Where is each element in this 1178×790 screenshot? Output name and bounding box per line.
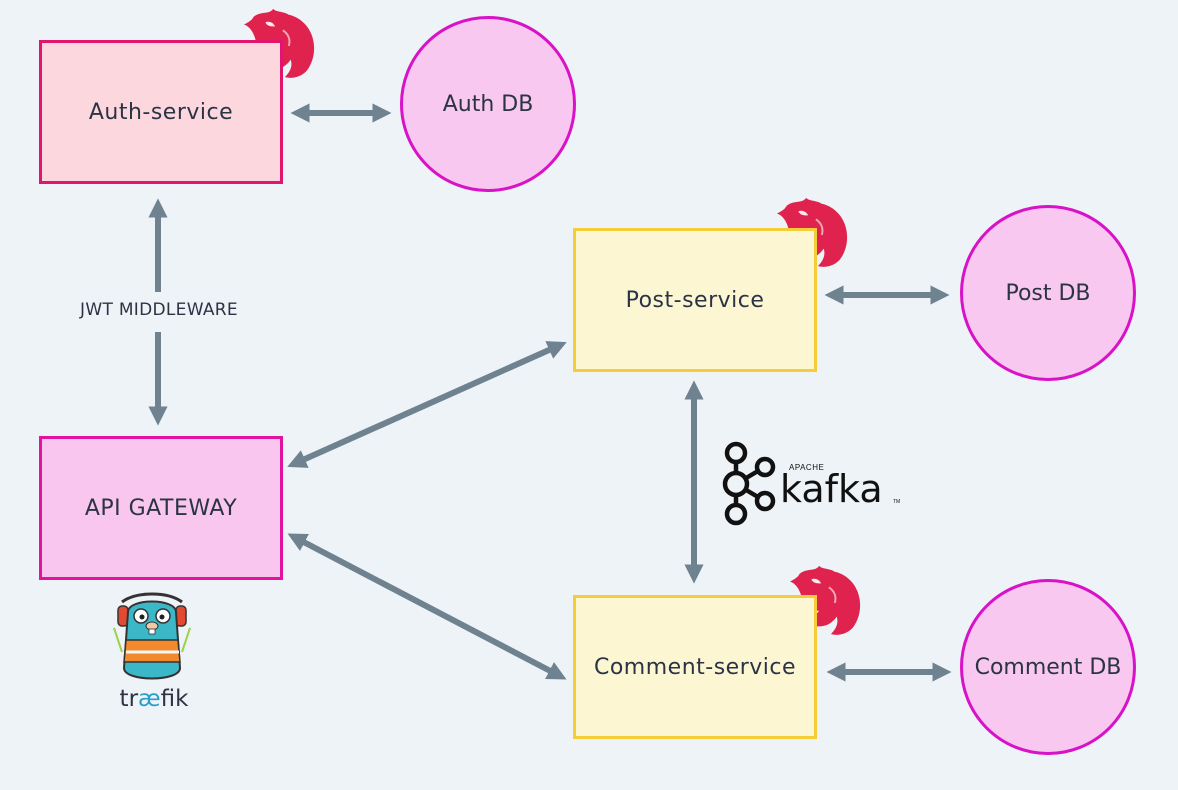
kafka-apache-text: APACHE xyxy=(789,463,824,472)
gateway-to-comment-arrow xyxy=(287,533,567,680)
comment-service-node: Comment-service xyxy=(573,595,817,739)
traefik-text-pre: tr xyxy=(119,686,139,712)
post-db-label: Post DB xyxy=(1005,280,1091,306)
post-service-label: Post-service xyxy=(625,287,765,313)
comment-service-label: Comment-service xyxy=(593,654,797,680)
auth-service-node: Auth-service xyxy=(39,40,283,184)
kafka-tm: TM xyxy=(893,499,900,505)
auth-service-label: Auth-service xyxy=(88,99,234,125)
traefik-wordmark: træfik xyxy=(112,686,196,712)
api-gateway-node: API GATEWAY xyxy=(39,436,283,580)
auth-db-label: Auth DB xyxy=(442,91,534,117)
connectors xyxy=(148,103,952,682)
jwt-middleware-label: JWT MIDDLEWARE xyxy=(60,300,258,320)
kafka-logo: APACHE kafka TM xyxy=(722,441,900,526)
kafka-icon xyxy=(722,441,776,526)
post-db-node: Post DB xyxy=(960,205,1136,381)
post-service-node: Post-service xyxy=(573,228,817,372)
kafka-wordmark: kafka xyxy=(780,467,883,511)
traefik-text-ae: æ xyxy=(138,686,161,712)
auth-db-node: Auth DB xyxy=(400,16,576,192)
comment-db-label: Comment DB xyxy=(974,654,1122,680)
gateway-to-post-arrow xyxy=(287,341,567,468)
traefik-text-post: fik xyxy=(160,686,189,712)
comment-db-node: Comment DB xyxy=(960,579,1136,755)
api-gateway-label: API GATEWAY xyxy=(84,495,238,521)
traefik-gopher-icon xyxy=(113,592,191,680)
